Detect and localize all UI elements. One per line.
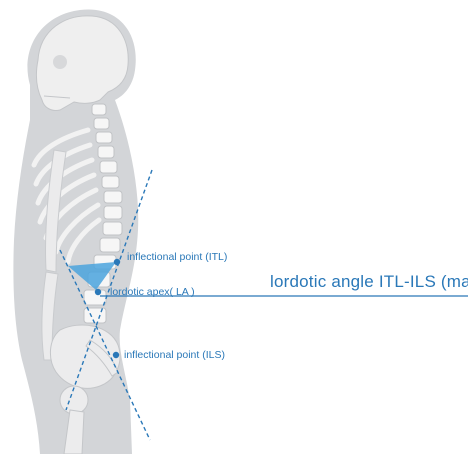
lordotic-angle-label: lordotic angle ITL-ILS (max): [270, 272, 468, 292]
ils-point: [113, 352, 119, 358]
itl-label: inflectional point (ITL): [127, 251, 227, 263]
la-label: lordotic apex( LA ): [110, 286, 195, 298]
itl-point: [114, 259, 120, 265]
la-point: [95, 289, 101, 295]
ils-label: inflectional point (ILS): [124, 349, 225, 361]
